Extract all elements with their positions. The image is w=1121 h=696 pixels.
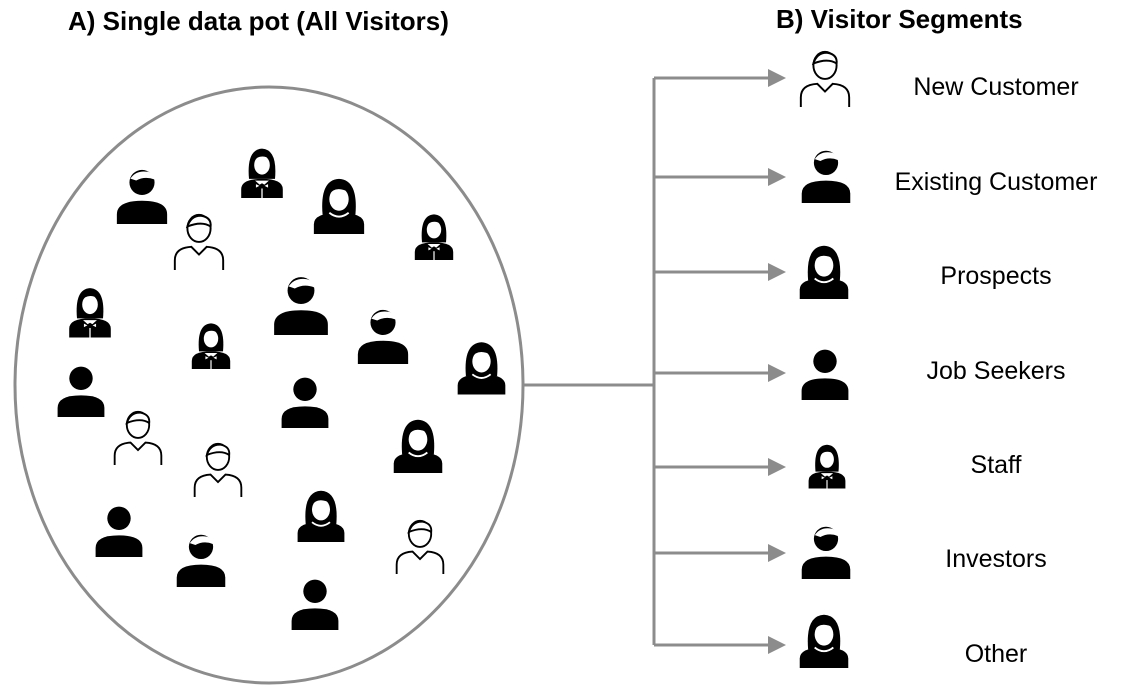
woman-icon bbox=[312, 177, 366, 235]
arrow-head bbox=[768, 168, 786, 186]
outline-man-icon bbox=[193, 442, 243, 498]
woman-icon bbox=[392, 418, 444, 475]
businesswoman-icon bbox=[807, 444, 847, 490]
man-icon bbox=[116, 169, 168, 224]
businesswoman-icon bbox=[414, 213, 454, 261]
woman-icon bbox=[456, 341, 507, 396]
arrowheads bbox=[768, 69, 786, 654]
man-icon bbox=[274, 277, 328, 335]
man-icon bbox=[801, 150, 851, 203]
segment-label-prospects: Prospects bbox=[940, 262, 1052, 290]
arrow-head bbox=[768, 69, 786, 87]
person-icon bbox=[57, 366, 105, 417]
arrow-head bbox=[768, 636, 786, 654]
segment-label-new-customer: New Customer bbox=[913, 73, 1079, 101]
segment-label-job-seekers: Job Seekers bbox=[926, 357, 1066, 385]
outline-man-icon bbox=[799, 50, 851, 108]
person-icon bbox=[281, 377, 329, 428]
arrow-head bbox=[768, 263, 786, 281]
outline-man-icon bbox=[395, 519, 445, 575]
visitor-icons bbox=[57, 147, 507, 630]
segment-label-existing-customer: Existing Customer bbox=[894, 168, 1098, 196]
woman-icon bbox=[296, 489, 346, 543]
businesswoman-icon bbox=[240, 147, 284, 199]
visitors-pot-title: A) Single data pot (All Visitors) bbox=[68, 6, 449, 36]
woman-icon bbox=[798, 613, 850, 669]
arrow-head bbox=[768, 544, 786, 562]
businesswoman-icon bbox=[191, 322, 231, 370]
visitor-segments-title: B) Visitor Segments bbox=[776, 4, 1023, 34]
person-icon bbox=[291, 579, 339, 630]
person-icon bbox=[95, 506, 143, 557]
arrow-head bbox=[768, 364, 786, 382]
man-icon bbox=[176, 534, 226, 587]
man-icon bbox=[357, 309, 409, 364]
segment-connectors bbox=[522, 76, 770, 647]
segment-icons bbox=[798, 50, 851, 669]
person-icon bbox=[801, 349, 849, 400]
outline-man-icon bbox=[113, 410, 163, 466]
outline-man-icon bbox=[173, 213, 225, 270]
man-icon bbox=[801, 526, 851, 579]
businesswoman-icon bbox=[68, 287, 112, 339]
segment-label-investors: Investors bbox=[945, 545, 1047, 573]
segment-label-staff: Staff bbox=[970, 451, 1022, 479]
woman-icon bbox=[798, 244, 850, 301]
arrow-head bbox=[768, 458, 786, 476]
segment-label-other: Other bbox=[964, 640, 1028, 668]
